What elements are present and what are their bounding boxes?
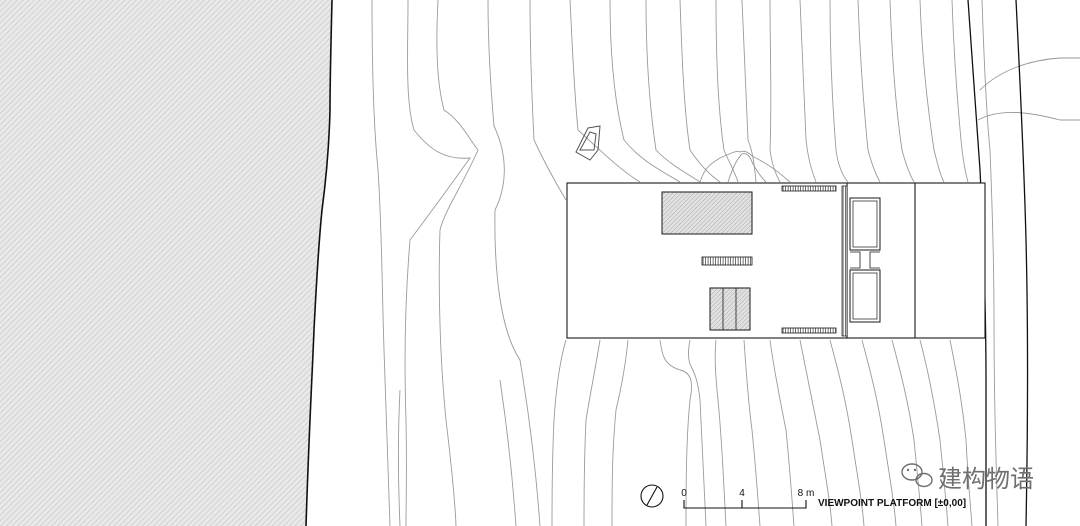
door-notch [869,251,880,269]
drawing-title: VIEWPOINT PLATFORM [±0,00] [818,498,966,509]
wechat-icon [901,463,933,488]
railing-column [841,185,848,337]
cabin-lower-outer [849,269,881,323]
scale-tick-0: 0 [681,488,687,499]
door-notch [850,251,861,269]
hatched-panel-lower [709,287,751,331]
cabin-upper-outer [849,197,881,251]
scale-bar: 0 4 8 m [681,488,815,509]
platform-outline [566,182,986,339]
scale-tick-4: 4 [739,488,745,499]
viewpoint-platform [566,182,986,339]
contour-lines [371,0,1080,526]
bench-slats-top [781,185,837,192]
hatched-panel-upper [661,191,753,235]
bench-slats-bottom [781,327,837,334]
bench-slats-center [701,256,753,266]
watermark-text: 建构物语 [938,465,1034,493]
cabin-upper-inner [852,200,878,248]
north-arrow [640,484,664,508]
rock-outline [575,125,601,161]
cabin-lower-inner [852,272,878,320]
shoreline [305,0,333,526]
watermark: 建构物语 [901,463,1034,493]
scale-tick-8: 8 m [798,488,815,499]
water-area [0,0,332,526]
